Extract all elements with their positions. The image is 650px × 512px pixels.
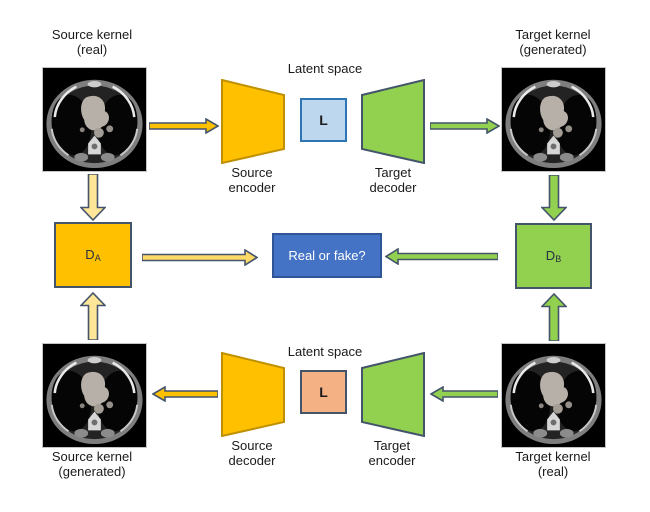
caption-line: Target kernel	[515, 27, 591, 42]
source-encoder-trapezoid-icon	[221, 79, 285, 164]
caption-line: (generated)	[519, 41, 587, 57]
arrow-up-source-generated-to-da-icon	[80, 292, 106, 340]
arrow-down-target-generated-to-db-icon	[541, 175, 567, 221]
caption-line: Source kernel	[51, 27, 133, 42]
discriminator-b-box: DB	[515, 223, 592, 289]
caption-target-kernel-real: Target kernel (real)	[483, 449, 623, 479]
target-decoder-label: Target decoder	[333, 165, 453, 195]
latent-letter: L	[319, 112, 328, 128]
ct-image-source-generated	[42, 343, 147, 448]
ct-image-target-real	[501, 343, 606, 448]
label-line: encoder	[228, 179, 276, 195]
label-line: encoder	[368, 452, 416, 468]
arrow-left-db-to-judge-icon	[385, 248, 498, 265]
arrow-right-source-image-to-encoder-icon	[149, 118, 219, 134]
label-line: Target	[373, 438, 411, 453]
arrow-right-decoder-to-target-image-icon	[430, 118, 500, 134]
discriminator-a-label: DA	[85, 247, 101, 263]
latent-letter: L	[319, 384, 328, 400]
label-line: Source	[231, 438, 273, 453]
caption-source-kernel-real: Source kernel (real)	[22, 27, 162, 57]
label-line: Target	[374, 165, 412, 180]
real-or-fake-label: Real or fake?	[288, 248, 366, 263]
latent-square-bottom: L	[300, 370, 347, 414]
arrow-left-decoder-to-source-image-icon	[152, 386, 218, 402]
caption-line: Target kernel	[515, 449, 591, 464]
ct-image-target-generated	[501, 67, 606, 172]
source-decoder-trapezoid-icon	[221, 352, 285, 437]
target-encoder-trapezoid-icon	[361, 352, 425, 437]
discriminator-b-label: DB	[545, 248, 562, 264]
target-encoder-label: Target encoder	[332, 438, 452, 468]
arrow-up-target-real-to-db-icon	[541, 293, 567, 341]
source-encoder-label: Source encoder	[192, 165, 312, 195]
label-line: decoder	[369, 179, 417, 195]
latent-space-label-bottom: Latent space	[287, 344, 363, 359]
source-decoder-label: Source decoder	[192, 438, 312, 468]
discriminator-a-box: DA	[54, 222, 132, 288]
caption-line: (real)	[537, 463, 569, 479]
caption-line: (real)	[76, 41, 108, 57]
arrow-down-source-real-to-da-icon	[80, 174, 106, 221]
label-line: decoder	[228, 452, 276, 468]
arrow-left-target-image-to-encoder-icon	[430, 386, 498, 402]
caption-line: (generated)	[58, 463, 126, 479]
ct-image-source-real	[42, 67, 147, 172]
caption-source-kernel-generated: Source kernel (generated)	[22, 449, 162, 479]
label-line: Source	[231, 165, 273, 180]
real-or-fake-box: Real or fake?	[272, 233, 382, 278]
latent-space-label-top: Latent space	[287, 61, 363, 76]
caption-target-kernel-generated: Target kernel (generated)	[483, 27, 623, 57]
target-decoder-trapezoid-icon	[361, 79, 425, 164]
latent-square-top: L	[300, 98, 347, 142]
arrow-right-da-to-judge-icon	[142, 249, 258, 266]
caption-line: Source kernel	[51, 449, 133, 464]
